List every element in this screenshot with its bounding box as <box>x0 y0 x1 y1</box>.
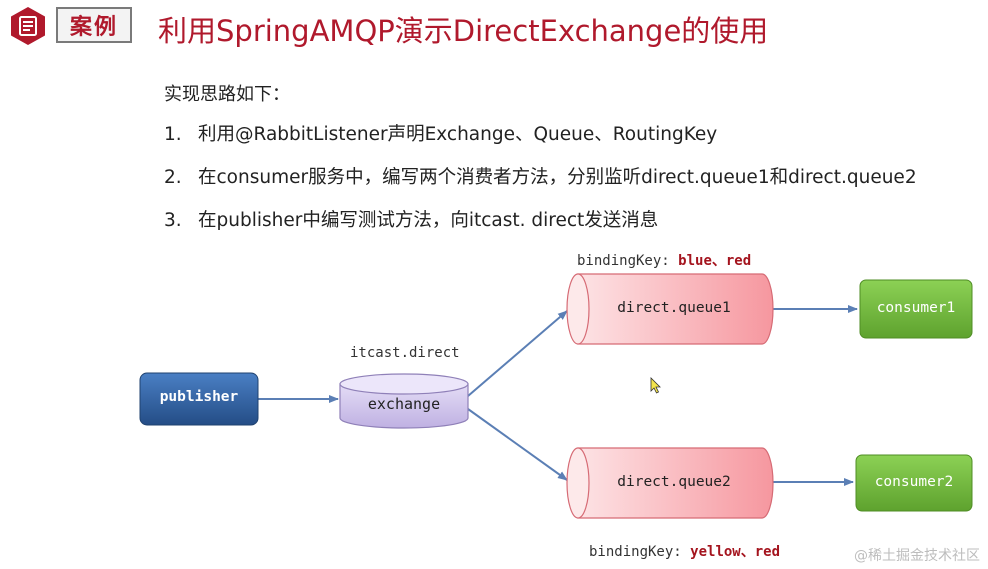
step-number: 1. <box>164 124 182 145</box>
queue1-node <box>566 273 774 345</box>
list-item: 2. 在consumer服务中，编写两个消费者方法，分别监听direct.queu… <box>164 163 917 206</box>
cursor-icon <box>650 377 661 394</box>
binding-key-values: blue、red <box>678 253 752 269</box>
exchange-name: itcast.direct <box>350 345 460 361</box>
step-text: 在consumer服务中，编写两个消费者方法，分别监听direct.queue1… <box>198 167 917 188</box>
consumer1-node <box>859 279 973 339</box>
binding-key-label: bindingKey: <box>589 544 682 560</box>
intro-text: 实现思路如下： <box>164 84 290 105</box>
publisher-node <box>139 372 259 426</box>
publisher-label: publisher <box>159 389 239 405</box>
step-text: 利用@RabbitListener声明Exchange、Queue、Routin… <box>198 124 718 145</box>
step-number: 2. <box>164 167 182 188</box>
binding-key-label: bindingKey: <box>577 253 670 269</box>
steps-list: 1. 利用@RabbitListener声明Exchange、Queue、Rout… <box>164 120 917 249</box>
arrow-exchange-queue1 <box>467 310 568 397</box>
exchange-node <box>339 373 469 429</box>
step-text: 在publisher中编写测试方法，向itcast. direct发送消息 <box>198 210 659 231</box>
page-title: 利用SpringAMQP演示DirectExchange的使用 <box>158 14 769 48</box>
watermark: @稀土掘金技术社区 <box>854 548 980 564</box>
document-icon <box>8 6 48 46</box>
list-item: 3. 在publisher中编写测试方法，向itcast. direct发送消息 <box>164 206 917 249</box>
binding-key-values: yellow、red <box>690 544 781 560</box>
consumer2-node <box>855 454 973 512</box>
binding-key-2: bindingKey: yellow、red <box>589 541 780 561</box>
step-number: 3. <box>164 210 182 231</box>
queue2-node <box>566 447 774 519</box>
list-item: 1. 利用@RabbitListener声明Exchange、Queue、Rout… <box>164 120 917 163</box>
queue1-label: direct.queue1 <box>617 300 731 316</box>
arrow-exchange-queue2 <box>467 408 568 481</box>
consumer2-label: consumer2 <box>874 474 954 490</box>
consumer1-label: consumer1 <box>876 300 956 316</box>
case-badge: 案例 <box>56 7 132 43</box>
queue2-label: direct.queue2 <box>617 474 731 490</box>
exchange-label: exchange <box>367 395 441 413</box>
binding-key-1: bindingKey: blue、red <box>577 250 751 270</box>
